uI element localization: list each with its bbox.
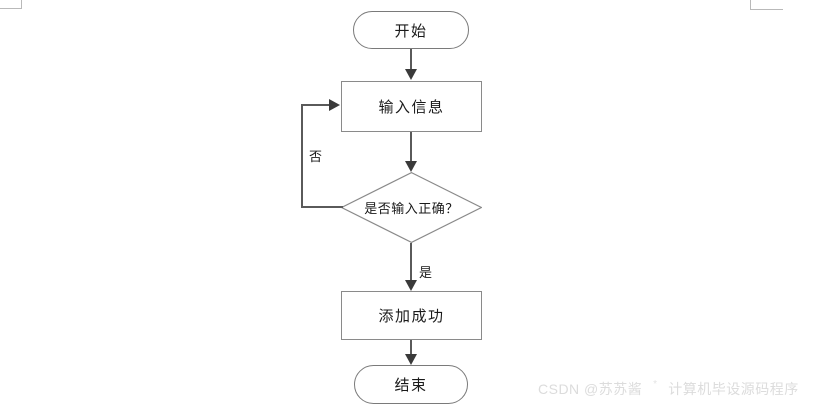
margin-mark-horizontal [750,9,783,10]
flow-node-add-success[interactable]: 添加成功 [341,291,482,340]
connector-no-branch-horizontal-bottom [301,206,343,208]
flow-node-decision-label: 是否输入正确？ [364,201,459,216]
flow-node-input-info-label: 输入信息 [378,99,445,116]
connector-yes-branch [410,243,412,283]
flow-node-end-label: 结束 [394,377,428,394]
connector-start-to-input [410,49,412,70]
arrowhead-yes-branch-to-success [405,280,417,291]
margin-mark-horizontal [0,8,22,9]
flow-node-add-success-label: 添加成功 [378,308,445,325]
connector-no-branch-horizontal-top [301,104,330,106]
flow-node-start-label: 开始 [394,22,428,40]
flow-node-input-info[interactable]: 输入信息 [341,81,482,132]
flow-node-start[interactable]: 开始 [353,11,469,49]
flow-node-end[interactable]: 结束 [354,365,468,404]
connector-success-to-end [410,340,412,357]
watermark: CSDN @苏苏酱 * 计算机毕设源码程序 [538,379,799,399]
watermark-suffix: 计算机毕设源码程序 [668,381,799,397]
watermark-prefix: CSDN @苏苏酱 [538,381,643,397]
arrowhead-no-branch-to-input [329,99,340,111]
margin-mark-vertical [750,0,751,10]
arrowhead-success-to-end [405,354,417,365]
margin-mark-vertical [21,0,22,9]
flow-node-decision-input-correct[interactable]: 是否输入正确？ [341,172,482,243]
arrowhead-input-to-decision [405,161,417,172]
connector-input-to-decision [410,132,412,163]
arrowhead-start-to-input [405,69,417,80]
watermark-separator: * [653,379,658,390]
edge-label-yes: 是 [419,265,433,280]
edge-label-no: 否 [309,149,323,164]
decision-diamond-shape [341,172,482,243]
connector-no-branch-vertical [301,104,303,208]
